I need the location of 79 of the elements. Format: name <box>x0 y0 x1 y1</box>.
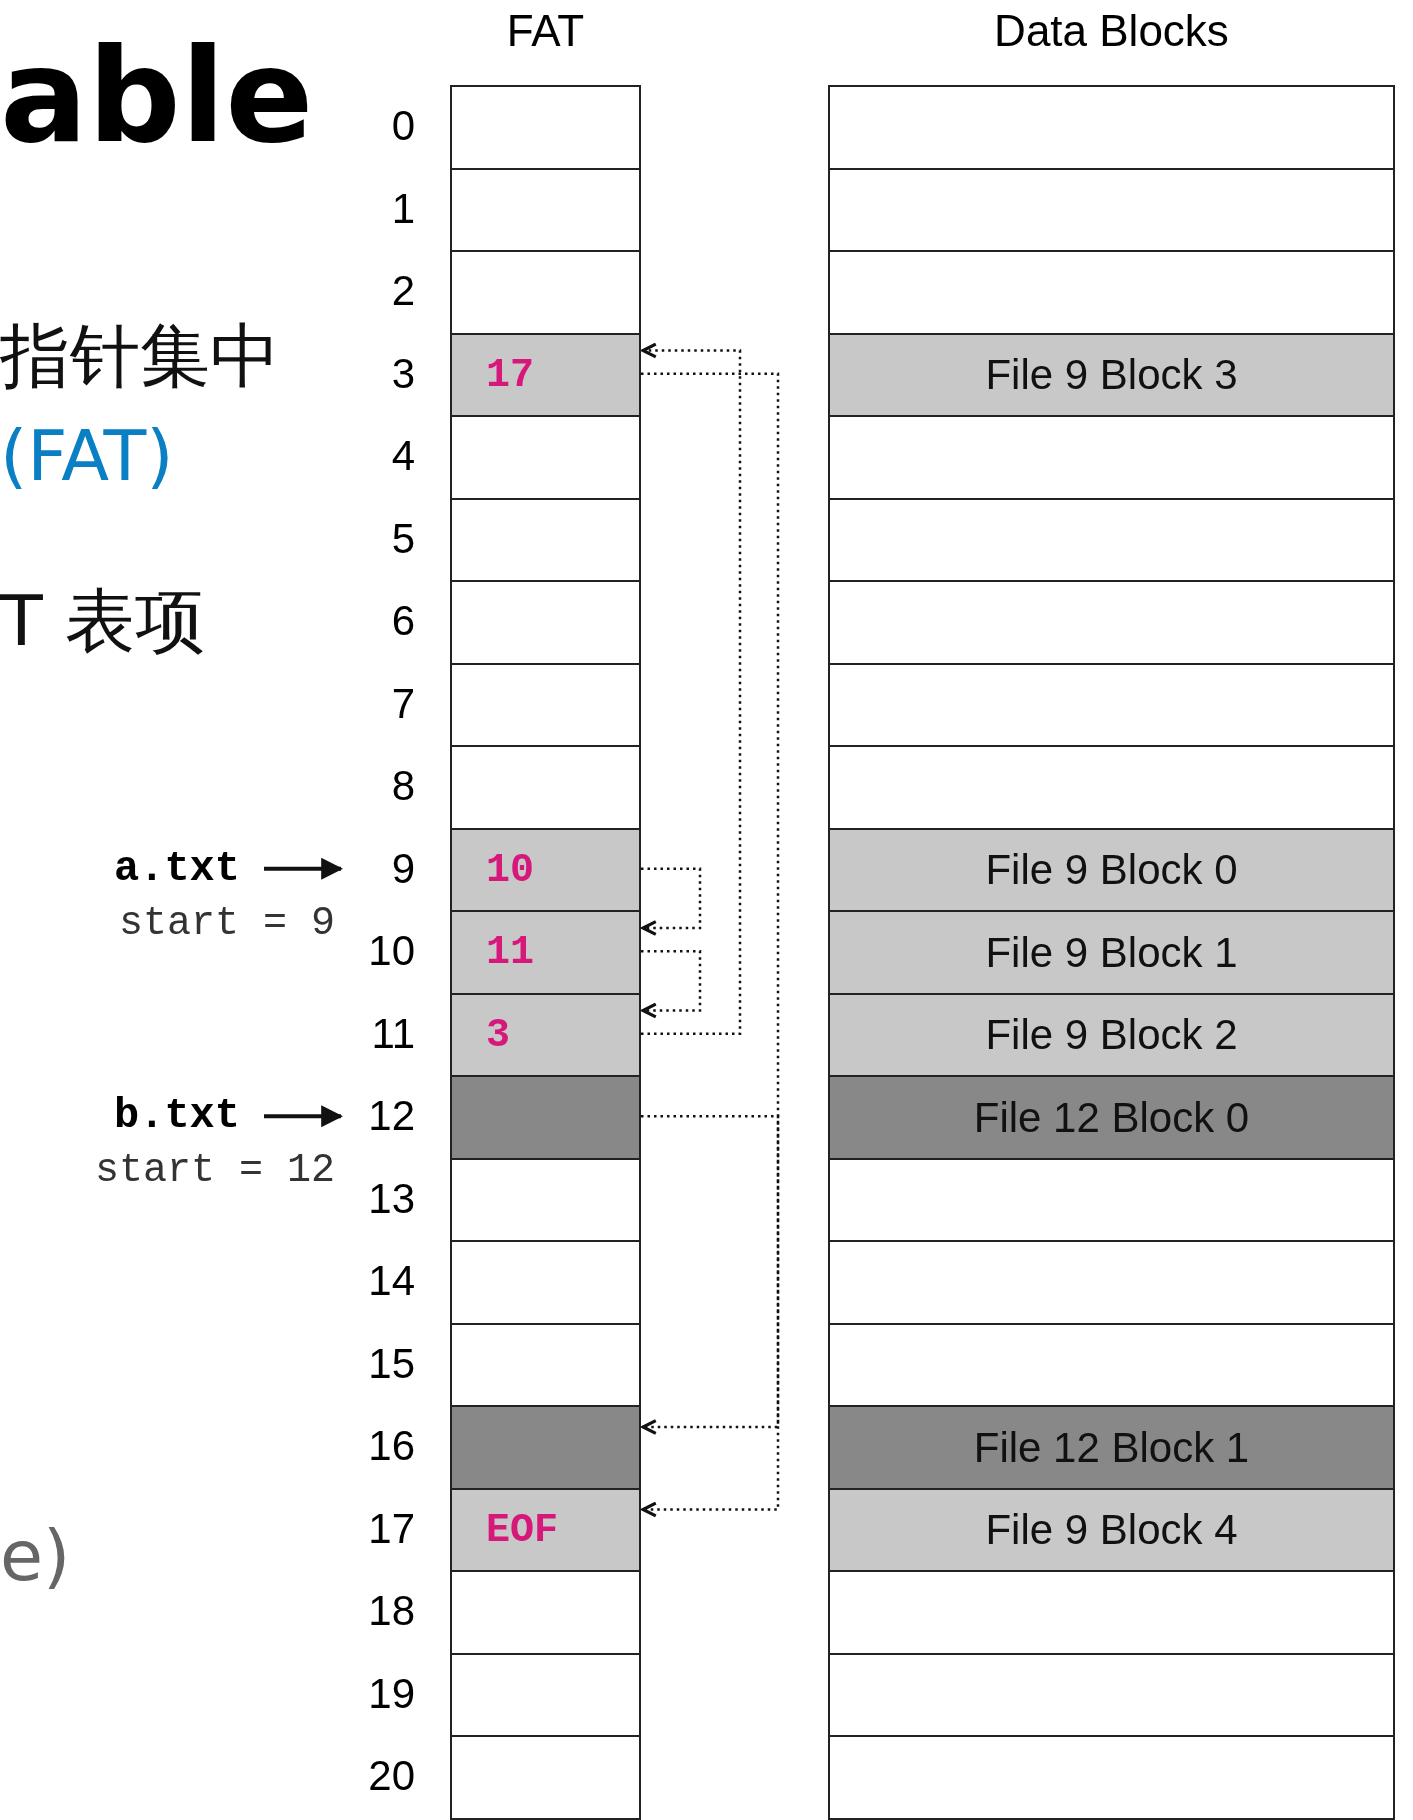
fat-entry <box>450 1240 641 1325</box>
fat-entry: 10 <box>450 827 641 913</box>
fat-entry <box>450 85 641 170</box>
data-block <box>828 415 1395 500</box>
row-number: 11 <box>370 1008 415 1059</box>
fat-entry <box>450 1075 641 1160</box>
data-block <box>828 497 1395 583</box>
code-text: start = 12 <box>93 1148 335 1194</box>
data-block: File 9 Block 4 <box>828 1487 1395 1573</box>
row-number: 6 <box>390 596 415 647</box>
data-block <box>828 1735 1395 1820</box>
row-number: 10 <box>367 926 415 977</box>
file-name: b.txt <box>40 1086 240 1147</box>
fat-entry <box>450 1652 641 1738</box>
row-number: 13 <box>367 1173 415 1224</box>
data-block: File 12 Block 0 <box>828 1075 1395 1160</box>
fat-entry: EOF <box>450 1487 641 1573</box>
row-number: 16 <box>367 1421 415 1472</box>
row-number: 19 <box>367 1668 415 1719</box>
fat-entry: 17 <box>450 332 641 418</box>
row-number: 14 <box>367 1256 415 1307</box>
column-heading: Data Blocks <box>993 6 1230 56</box>
arrow <box>264 857 344 880</box>
fat-entry <box>450 1735 641 1820</box>
fat-entry <box>450 745 641 830</box>
data-block: File 12 Block 1 <box>828 1405 1395 1490</box>
row-number: 9 <box>345 843 415 894</box>
row-number: 0 <box>390 101 415 152</box>
fat-entry <box>450 1570 641 1655</box>
data-block <box>828 1157 1395 1243</box>
data-block <box>828 1322 1395 1408</box>
data-block <box>828 85 1395 170</box>
data-block <box>828 1240 1395 1325</box>
row-number: 7 <box>390 678 415 729</box>
data-block: File 9 Block 1 <box>828 910 1395 995</box>
data-block <box>828 1570 1395 1655</box>
fat-entry <box>450 250 641 335</box>
arrow <box>641 1115 780 1435</box>
heading-text: e) <box>0 1515 71 1597</box>
fat-entry <box>450 1405 641 1490</box>
row-number: 1 <box>390 183 415 234</box>
arrow <box>641 950 702 1019</box>
fat-entry <box>450 580 641 665</box>
row-number: 8 <box>390 761 415 812</box>
fat-entry <box>450 497 641 583</box>
arrow <box>641 372 780 1518</box>
fat-entry <box>450 662 641 748</box>
row-number: 4 <box>390 431 415 482</box>
data-block: File 9 Block 3 <box>828 332 1395 418</box>
row-number: 3 <box>390 348 415 399</box>
data-block <box>828 580 1395 665</box>
data-block <box>828 745 1395 830</box>
row-number: 15 <box>367 1338 415 1389</box>
arrow <box>641 867 702 936</box>
fat-entry <box>450 1322 641 1408</box>
fat-entry <box>450 415 641 500</box>
data-block <box>828 662 1395 748</box>
data-block: File 9 Block 0 <box>828 827 1395 913</box>
fat-entry: 3 <box>450 992 641 1078</box>
fat-entry <box>450 167 641 253</box>
data-block <box>828 1652 1395 1738</box>
row-number: 17 <box>367 1503 415 1554</box>
heading-text: (FAT) <box>0 415 174 497</box>
row-number: 2 <box>390 266 415 317</box>
data-block <box>828 250 1395 335</box>
data-block: File 9 Block 2 <box>828 992 1395 1078</box>
file-name: a.txt <box>40 838 240 899</box>
arrow <box>641 342 742 1035</box>
column-heading: FAT <box>505 6 586 56</box>
row-number: 18 <box>367 1586 415 1637</box>
row-number: 5 <box>390 513 415 564</box>
row-number: 12 <box>345 1091 415 1142</box>
row-number: 20 <box>367 1751 415 1802</box>
fat-entry: 11 <box>450 910 641 995</box>
arrow <box>264 1105 344 1128</box>
fat-entry <box>450 1157 641 1243</box>
code-text: start = 9 <box>117 900 335 946</box>
slide-title: able <box>0 20 314 172</box>
data-block <box>828 167 1395 253</box>
